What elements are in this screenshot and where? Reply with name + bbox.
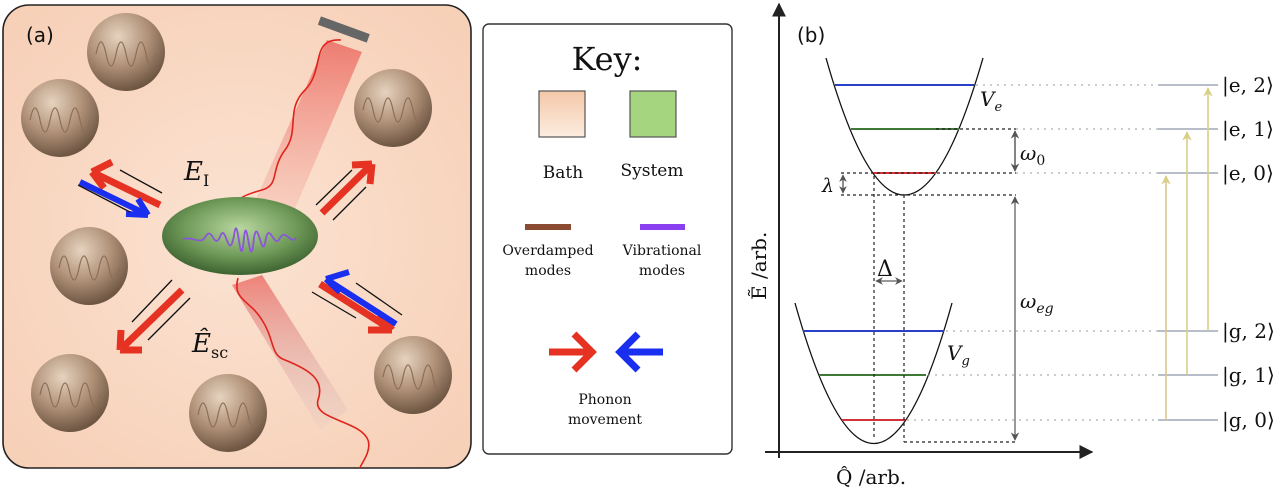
scattered-field-label: Êsc: [191, 327, 228, 362]
overdamped-swatch: [525, 224, 571, 230]
bath-swatch: [538, 90, 586, 138]
panel-a-label: (a): [26, 23, 54, 47]
overdamped-label-line2: modes: [525, 263, 571, 279]
construction-lines: [841, 128, 1016, 443]
lambda-label: λ: [821, 175, 834, 197]
state-label-e0: |e, 0⟩: [1222, 161, 1274, 186]
bath-mode-sphere: [20, 78, 100, 158]
x-axis-label: Q̂ /arb.: [836, 465, 906, 489]
phonon-out-arrow-lower-left: [116, 279, 191, 354]
ground-potential-label: Vg: [947, 341, 970, 369]
system-label: System: [621, 161, 684, 181]
phonon-out-key-arrow: [549, 331, 597, 373]
vibrational-label-line1: Vibrational: [622, 243, 702, 259]
state-label-g0: |g, 0⟩: [1222, 408, 1275, 433]
incident-wave: [237, 39, 342, 203]
excited-potential-label: Ve: [980, 87, 1002, 115]
state-label-e2: |e, 2⟩: [1222, 73, 1274, 98]
state-label-e1: |e, 1⟩: [1222, 117, 1274, 142]
bath-mode-sphere: [373, 335, 453, 415]
bath-mode-sphere: [30, 353, 110, 433]
ground-state-potential: [794, 302, 953, 445]
excited-state-potential: [825, 57, 984, 196]
panel-b: Q̂ /arb. Ẽ /arb. (b): [747, 2, 1275, 489]
phonon-exchange-arrow-lower-right: [311, 269, 403, 334]
state-label-g1: |g, 1⟩: [1222, 363, 1275, 388]
scattered-wave: [236, 277, 370, 469]
panel-b-label: (b): [797, 23, 825, 47]
omega0-label: ω0: [1020, 141, 1045, 169]
vibrational-label-line2: modes: [639, 263, 685, 279]
phonon-out-arrow-upper-right: [315, 160, 376, 221]
vibrational-swatch: [640, 224, 685, 230]
system-molecule: [162, 197, 318, 275]
key-title: Key:: [572, 40, 643, 78]
omega-eg-label: ωeg: [1020, 289, 1054, 317]
bath-mode-sphere: [353, 68, 433, 148]
key-panel: Key: Bath System Overdamped modes Vibrat…: [482, 23, 733, 455]
incident-beam: [252, 40, 362, 232]
overdamped-label-line1: Overdamped: [502, 243, 593, 259]
bath-mode-sphere: [86, 12, 166, 92]
level-guide-lines: [907, 84, 1158, 421]
bath-label: Bath: [543, 163, 583, 183]
panel-a: (a) EI Êsc: [2, 4, 472, 469]
mirror: [317, 16, 370, 43]
phonon-label-line1: Phonon: [578, 392, 631, 408]
phonon-exchange-arrow-upper-left: [77, 158, 163, 218]
vibrational-mode-wave: [182, 227, 297, 253]
delta-label: Δ: [877, 257, 893, 282]
y-axis-label: Ẽ /arb.: [747, 232, 771, 300]
phonon-label-line2: movement: [568, 412, 642, 428]
phonon-in-key-arrow: [615, 331, 663, 373]
state-level-lines: [1158, 84, 1218, 421]
state-label-g2: |g, 2⟩: [1222, 319, 1275, 344]
bath-mode-sphere: [49, 226, 129, 306]
bath-mode-sphere: [188, 373, 268, 453]
incident-field-label: EI: [183, 157, 209, 190]
system-swatch: [629, 90, 677, 138]
